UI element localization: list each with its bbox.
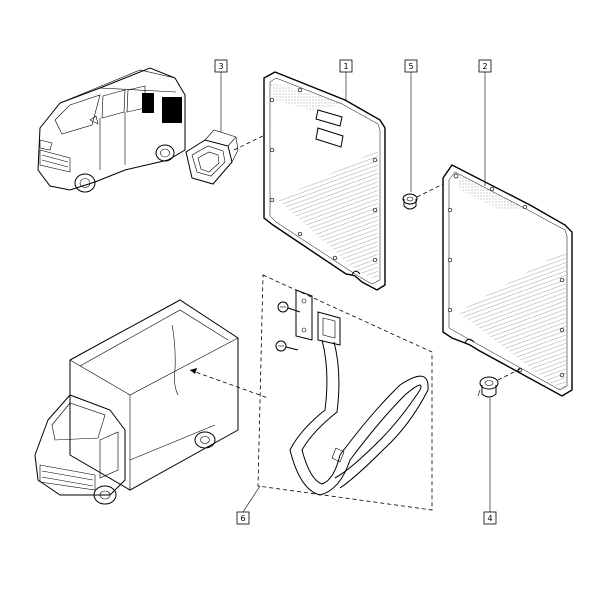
callout-4: 4: [483, 398, 497, 525]
callout-6: 6: [236, 485, 261, 525]
callout-1: 1: [339, 59, 353, 100]
part-3-clip: [185, 129, 239, 185]
truck-illustration: [34, 299, 239, 505]
part-6-strap-kit: [257, 274, 433, 511]
callout-1-label: 1: [343, 62, 348, 71]
marked-panel-front: [142, 93, 154, 113]
part-5-fastener: [402, 193, 418, 210]
callout-3: 3: [214, 59, 228, 132]
callout-3-label: 3: [218, 62, 223, 71]
callout-2: 2: [478, 59, 492, 186]
marked-panel-rear: [162, 97, 182, 123]
callout-5-label: 5: [408, 62, 413, 71]
part-2-panel: [442, 164, 573, 397]
screw-lower: [275, 340, 299, 352]
van-illustration: [37, 67, 186, 193]
part-4-pushclip: [477, 376, 499, 398]
callout-5: 5: [404, 59, 418, 192]
screw-upper: [277, 301, 301, 313]
callout-4-label: 4: [487, 514, 492, 523]
part-1-panel: [263, 71, 386, 291]
callout-6-label: 6: [240, 514, 245, 523]
callout-2-label: 2: [482, 62, 487, 71]
